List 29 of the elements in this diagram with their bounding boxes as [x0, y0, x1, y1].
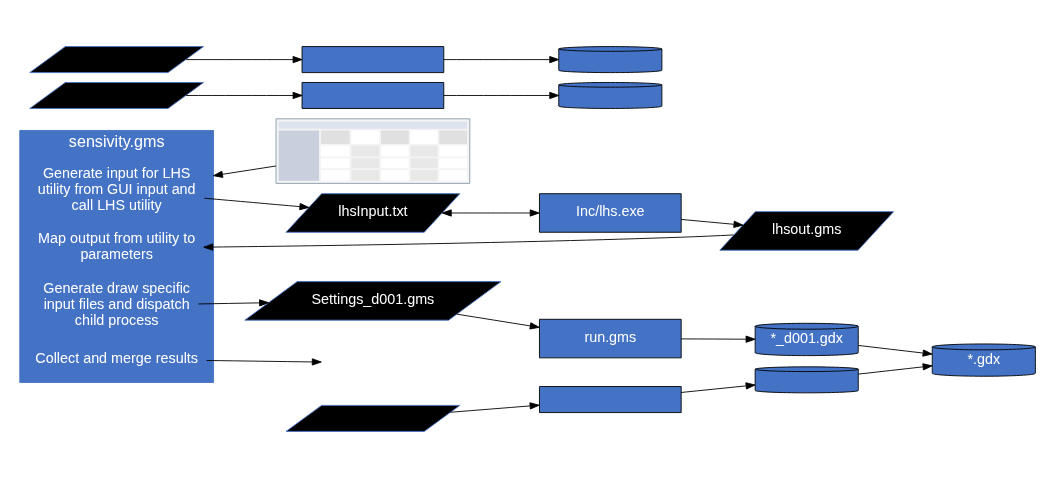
arrow — [203, 234, 735, 251]
arrow — [213, 165, 277, 178]
node-parallelogram — [29, 45, 204, 73]
node-box — [539, 385, 682, 413]
arrow — [680, 218, 744, 228]
node-text: Generate input for LHS utility from GUI input and call LHS utility — [37, 164, 196, 213]
arrow — [857, 344, 933, 357]
arrow — [857, 362, 933, 375]
arrow — [441, 208, 540, 217]
arrow — [450, 401, 540, 413]
arrow — [206, 357, 322, 366]
node-box — [301, 45, 445, 73]
node-text: Map output from utility to parameters — [38, 229, 196, 262]
node-box: run.gms — [539, 318, 682, 358]
arrow — [185, 91, 303, 99]
arrow — [203, 197, 310, 210]
node-parallelogram — [285, 404, 461, 432]
node-text: Generate draw specific input files and dispatch child process — [43, 279, 191, 328]
node-text: Collect and merge results — [35, 349, 198, 366]
arrow — [197, 298, 269, 306]
arrow — [443, 55, 560, 63]
node-parallelogram — [29, 81, 204, 109]
node-box — [301, 81, 445, 109]
arrow — [456, 313, 540, 329]
arrow — [680, 335, 756, 343]
arrow — [185, 55, 303, 63]
node-box: Inc/lhs.exe — [539, 192, 682, 233]
arrow — [443, 91, 560, 99]
arrow — [680, 381, 756, 393]
